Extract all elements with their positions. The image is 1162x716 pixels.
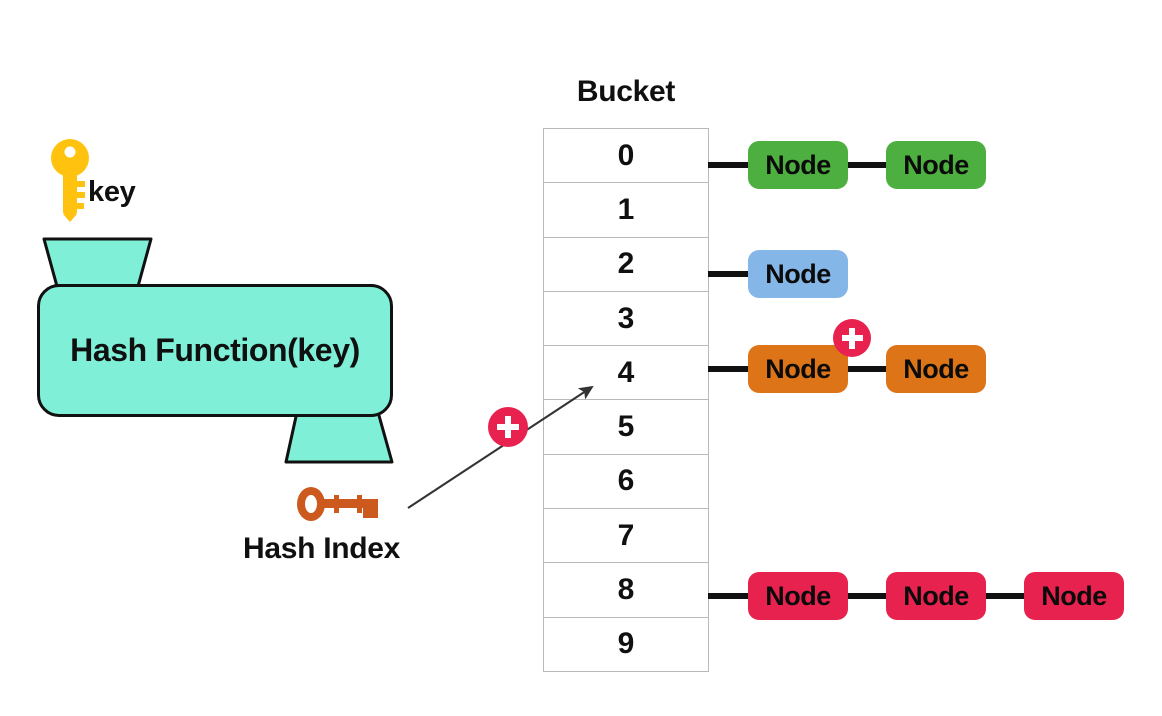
hash-function-block: Hash Function(key)	[37, 284, 393, 417]
bucket-row-3[interactable]: 3	[544, 292, 708, 347]
hash-index-key-icon	[297, 487, 378, 521]
hash-index-label: Hash Index	[243, 532, 401, 565]
bucket-index-label: 3	[617, 301, 635, 335]
chain-connector-stub	[708, 271, 748, 277]
chain-link	[848, 593, 886, 599]
chain-link	[848, 366, 886, 372]
bucket-index-label: 6	[617, 464, 635, 498]
bucket-row-2[interactable]: 2	[544, 238, 708, 292]
arrow-icon	[407, 385, 594, 509]
bucket-index-label: 1	[617, 192, 635, 226]
chain-connector-stub	[708, 593, 748, 599]
node-box[interactable]: Node	[1024, 572, 1124, 620]
node-box[interactable]: Node	[886, 572, 986, 620]
bucket-chain-8: Node Node Node	[708, 572, 1124, 620]
bucket-row-7[interactable]: 7	[544, 509, 708, 564]
bucket-row-6[interactable]: 6	[544, 455, 708, 510]
bucket-index-label: 0	[617, 138, 635, 172]
bucket-row-4[interactable]: 4	[544, 346, 708, 401]
key-label: key	[88, 176, 136, 208]
node-box[interactable]: Node	[886, 345, 986, 393]
chain-link	[848, 162, 886, 168]
plus-badge-node-collision[interactable]	[833, 319, 871, 357]
key-icon	[51, 139, 89, 222]
plus-icon	[505, 416, 511, 438]
bucket-chain-0: Node Node	[708, 141, 986, 189]
chain-link	[986, 593, 1024, 599]
bucket-index-label: 7	[617, 518, 635, 552]
bucket-index-label: 9	[617, 627, 635, 661]
node-box[interactable]: Node	[748, 250, 848, 298]
node-box[interactable]: Node	[748, 141, 848, 189]
bucket-row-8[interactable]: 8	[544, 563, 708, 618]
node-box[interactable]: Node	[748, 345, 848, 393]
bucket-index-label: 5	[617, 410, 635, 444]
hash-function-label: Hash Function(key)	[70, 332, 360, 368]
bucket-chain-2: Node	[708, 250, 848, 298]
node-box[interactable]: Node	[748, 572, 848, 620]
bucket-row-5[interactable]: 5	[544, 400, 708, 455]
bucket-row-1[interactable]: 1	[544, 183, 708, 238]
chain-connector-stub	[708, 366, 748, 372]
bucket-row-0[interactable]: 0	[544, 129, 708, 184]
bucket-index-label: 8	[617, 573, 635, 607]
node-box[interactable]: Node	[886, 141, 986, 189]
bucket-row-9[interactable]: 9	[544, 618, 708, 672]
plus-badge-hash-index[interactable]	[488, 407, 528, 447]
bucket-title: Bucket	[576, 75, 676, 108]
bucket-chain-4: Node Node	[708, 345, 986, 393]
plus-icon	[849, 327, 855, 349]
bucket-index-label: 4	[617, 355, 635, 389]
chain-connector-stub	[708, 162, 748, 168]
bucket-index-label: 2	[617, 247, 635, 281]
